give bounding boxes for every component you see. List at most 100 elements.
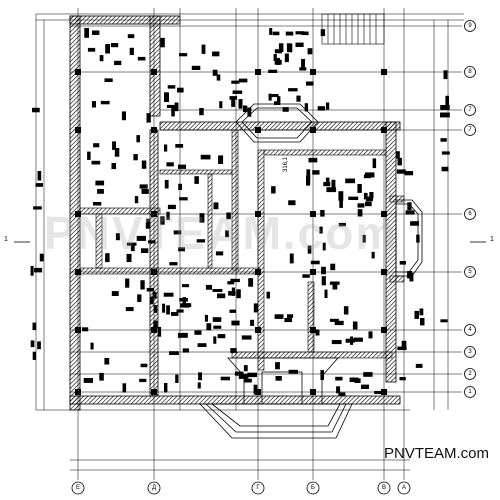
drawing-mark xyxy=(243,105,248,113)
drawing-mark xyxy=(199,108,204,116)
drawing-mark xyxy=(182,348,189,353)
drawing-mark xyxy=(296,95,301,102)
drawing-mark xyxy=(276,57,280,65)
drawing-mark xyxy=(182,297,186,306)
drawing-mark xyxy=(126,253,132,263)
drawing-mark xyxy=(217,293,226,299)
drawing-mark xyxy=(396,151,400,159)
drawing-mark xyxy=(396,169,406,174)
drawing-mark xyxy=(104,358,110,365)
drawing-mark xyxy=(345,178,355,184)
column-marker xyxy=(75,269,81,275)
drawing-mark xyxy=(115,233,120,241)
column-marker xyxy=(151,389,157,395)
drawing-mark xyxy=(416,234,420,243)
drawing-mark xyxy=(268,69,278,73)
drawing-mark xyxy=(171,312,179,316)
drawing-mark xyxy=(310,260,320,265)
drawing-mark xyxy=(174,102,179,112)
drawing-mark xyxy=(33,206,42,210)
drawing-mark xyxy=(87,151,91,160)
drawing-mark xyxy=(282,107,289,112)
drawing-mark xyxy=(306,175,311,186)
drawing-mark xyxy=(365,201,372,207)
drawing-mark xyxy=(269,28,273,35)
drawing-mark xyxy=(129,47,134,56)
column-marker xyxy=(310,127,316,133)
drawing-mark xyxy=(104,78,113,82)
drawing-mark xyxy=(308,157,318,163)
drawing-mark xyxy=(166,162,174,167)
column-marker xyxy=(255,269,261,275)
drawing-mark xyxy=(324,289,328,298)
drawing-mark xyxy=(353,337,363,342)
axis-label-right: 7 xyxy=(468,127,472,133)
axis-bubbles-bottom xyxy=(71,481,411,495)
drawing-mark xyxy=(361,384,369,389)
drawing-mark xyxy=(248,278,254,287)
drawing-mark xyxy=(284,53,289,63)
drawing-mark xyxy=(197,382,201,389)
drawing-mark xyxy=(288,369,298,374)
drawing-mark xyxy=(440,319,448,323)
drawing-mark xyxy=(199,213,205,223)
drawing-mark xyxy=(99,372,104,381)
drawing-mark xyxy=(93,143,100,148)
drawing-mark xyxy=(35,183,43,187)
drawing-mark xyxy=(178,164,186,169)
drawing-mark xyxy=(354,378,361,383)
drawing-mark xyxy=(238,373,249,379)
drawing-mark xyxy=(250,319,255,326)
drawing-mark xyxy=(440,112,450,118)
drawing-mark xyxy=(164,179,169,189)
drawing-mark xyxy=(136,235,146,241)
drawing-mark xyxy=(317,106,326,111)
drawing-mark xyxy=(149,296,154,305)
column-marker xyxy=(310,69,316,75)
drawing-mark xyxy=(372,158,377,169)
drawing-mark xyxy=(352,321,358,330)
drawing-mark xyxy=(407,202,412,210)
axis-bubbles-right xyxy=(464,20,476,398)
drawing-mark xyxy=(339,198,343,208)
drawing-mark xyxy=(307,245,312,254)
drawing-mark xyxy=(137,294,142,302)
drawing-mark xyxy=(90,342,94,350)
column-marker xyxy=(381,327,387,333)
drawing-mark xyxy=(410,221,419,226)
drawing-mark xyxy=(201,44,206,54)
drawing-mark xyxy=(397,346,407,351)
column-marker xyxy=(255,327,261,333)
drawing-mark xyxy=(415,363,423,368)
column-marker xyxy=(151,127,157,133)
drawing-mark xyxy=(405,210,415,215)
drawing-mark xyxy=(275,362,280,370)
marks-layer xyxy=(30,28,450,396)
drawing-mark xyxy=(125,307,134,312)
drawing-mark xyxy=(329,281,340,285)
drawing-mark xyxy=(231,320,240,326)
drawing-mark xyxy=(212,69,218,76)
drawing-mark xyxy=(204,314,208,322)
drawing-mark xyxy=(419,308,424,316)
drawing-mark xyxy=(225,230,229,238)
drawing-mark xyxy=(278,43,284,52)
column-marker xyxy=(310,211,316,217)
drawing-mark xyxy=(153,320,158,329)
drawing-mark xyxy=(268,93,272,101)
drawing-mark xyxy=(178,183,182,190)
drawing-mark xyxy=(277,96,281,103)
drawing-mark xyxy=(122,383,127,393)
drawing-mark xyxy=(37,341,41,350)
drawing-mark xyxy=(369,192,374,199)
column-marker xyxy=(310,269,316,275)
drawing-mark xyxy=(275,376,282,381)
drawing-mark xyxy=(148,240,156,244)
drawing-mark xyxy=(231,80,240,84)
drawing-mark xyxy=(137,56,146,61)
drawing-mark xyxy=(167,204,176,210)
drawing-mark xyxy=(357,184,362,193)
drawing-mark xyxy=(320,29,326,37)
column-marker xyxy=(151,269,157,275)
